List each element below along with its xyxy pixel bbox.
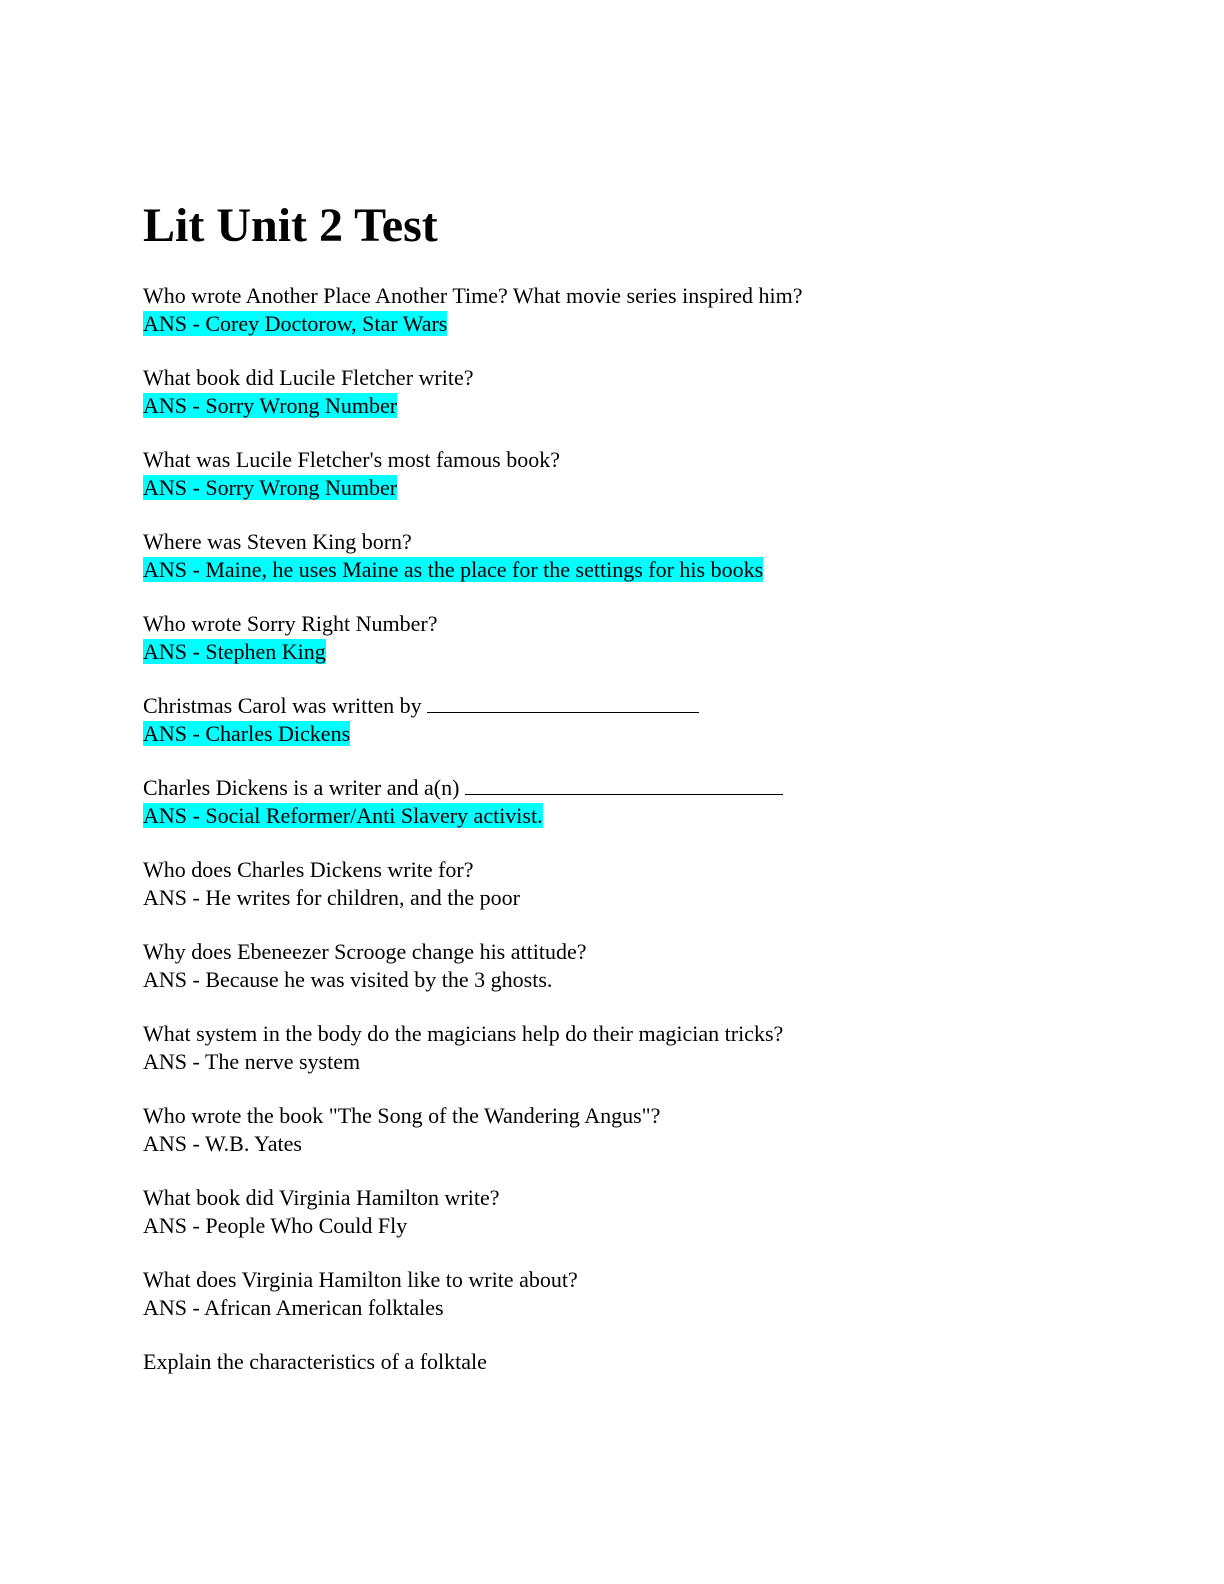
qa-item: Who wrote Sorry Right Number? ANS - Step… bbox=[143, 610, 1103, 665]
qa-item: What does Virginia Hamilton like to writ… bbox=[143, 1266, 1103, 1321]
qa-item: Who wrote the book "The Song of the Wand… bbox=[143, 1102, 1103, 1157]
answer-text: ANS - He writes for children, and the po… bbox=[143, 884, 520, 910]
question-text: What book did Lucile Fletcher write? bbox=[143, 365, 474, 390]
qa-item: What was Lucile Fletcher's most famous b… bbox=[143, 446, 1103, 501]
answer-text: ANS - Charles Dickens bbox=[143, 720, 351, 746]
question-text: Where was Steven King born? bbox=[143, 529, 412, 554]
question-text: Who wrote the book "The Song of the Wand… bbox=[143, 1103, 661, 1128]
question-text: Christmas Carol was written by bbox=[143, 693, 428, 718]
fill-in-blank bbox=[464, 776, 783, 795]
answer-text: ANS - Because he was visited by the 3 gh… bbox=[143, 966, 553, 992]
answer-text: ANS - Social Reformer/Anti Slavery activ… bbox=[143, 802, 543, 828]
qa-item: What book did Virginia Hamilton write? A… bbox=[143, 1184, 1103, 1239]
document-page: Lit Unit 2 Test Who wrote Another Place … bbox=[143, 196, 1103, 1403]
answer-text: ANS - Sorry Wrong Number bbox=[143, 474, 398, 500]
answer-text: ANS - Sorry Wrong Number bbox=[143, 392, 398, 418]
qa-item: Why does Ebeneezer Scrooge change his at… bbox=[143, 938, 1103, 993]
question-text: Who wrote Another Place Another Time? Wh… bbox=[143, 283, 803, 308]
qa-item: What system in the body do the magicians… bbox=[143, 1020, 1103, 1075]
answer-text: ANS - Stephen King bbox=[143, 638, 326, 664]
question-text: What was Lucile Fletcher's most famous b… bbox=[143, 447, 560, 472]
answer-text: ANS - Corey Doctorow, Star Wars bbox=[143, 310, 448, 336]
qa-item: Where was Steven King born? ANS - Maine,… bbox=[143, 528, 1103, 583]
qa-item: Explain the characteristics of a folktal… bbox=[143, 1348, 1103, 1376]
page-title: Lit Unit 2 Test bbox=[143, 199, 438, 252]
question-text: Why does Ebeneezer Scrooge change his at… bbox=[143, 939, 587, 964]
answer-text: ANS - People Who Could Fly bbox=[143, 1212, 408, 1238]
answer-text: ANS - The nerve system bbox=[143, 1048, 361, 1074]
question-text: Charles Dickens is a writer and a(n) bbox=[143, 775, 465, 800]
qa-item: Christmas Carol was written by ANS - Cha… bbox=[143, 692, 1103, 747]
question-text: What system in the body do the magicians… bbox=[143, 1021, 784, 1046]
question-text: Who does Charles Dickens write for? bbox=[143, 857, 474, 882]
question-text: Who wrote Sorry Right Number? bbox=[143, 611, 438, 636]
question-text: What book did Virginia Hamilton write? bbox=[143, 1185, 500, 1210]
fill-in-blank bbox=[427, 694, 700, 713]
qa-item: Charles Dickens is a writer and a(n) ANS… bbox=[143, 774, 1103, 829]
answer-text: ANS - African American folktales bbox=[143, 1294, 444, 1320]
answer-text: ANS - W.B. Yates bbox=[143, 1130, 302, 1156]
question-text: What does Virginia Hamilton like to writ… bbox=[143, 1267, 578, 1292]
qa-item: Who wrote Another Place Another Time? Wh… bbox=[143, 282, 1103, 337]
answer-text: ANS - Maine, he uses Maine as the place … bbox=[143, 556, 764, 582]
qa-item: Who does Charles Dickens write for? ANS … bbox=[143, 856, 1103, 911]
qa-item: What book did Lucile Fletcher write? ANS… bbox=[143, 364, 1103, 419]
question-text: Explain the characteristics of a folktal… bbox=[143, 1349, 487, 1374]
